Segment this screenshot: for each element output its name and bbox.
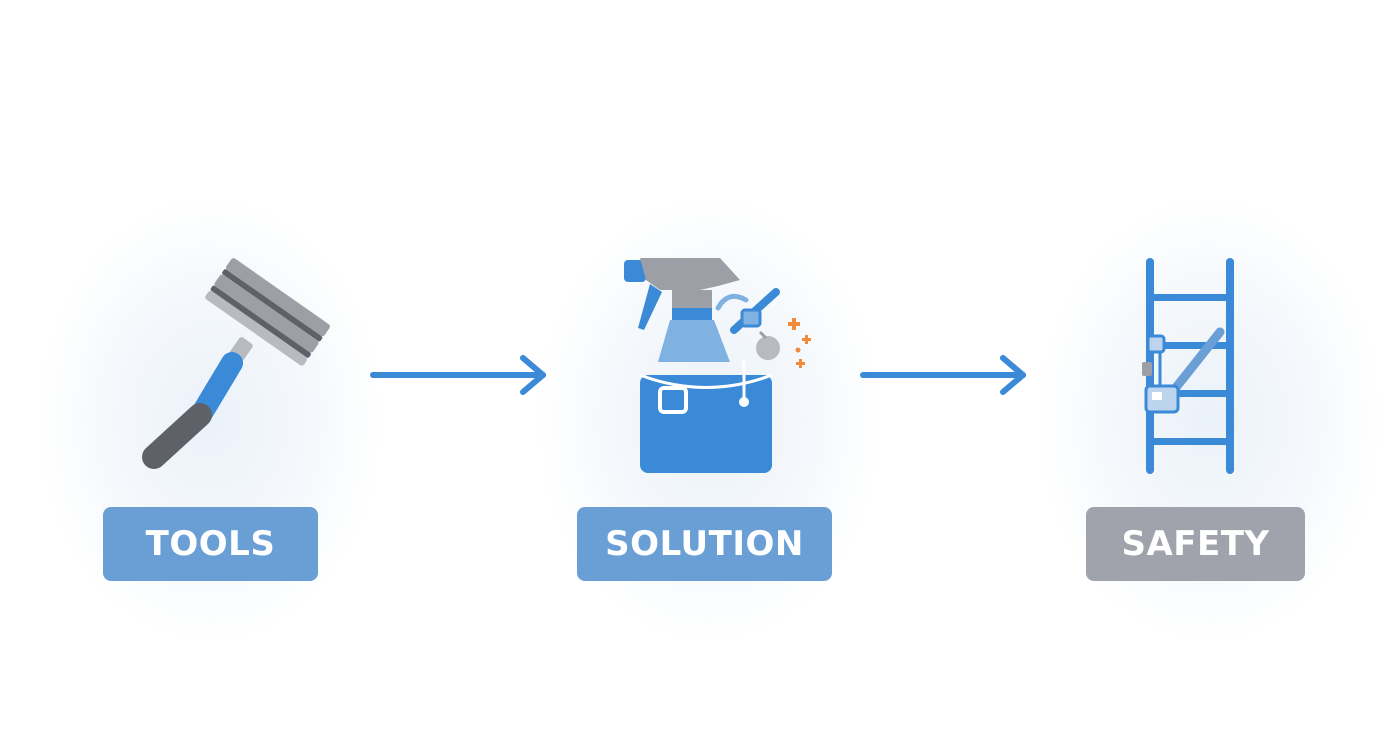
ladder-harness-icon	[1142, 258, 1234, 474]
step-label-solution: SOLUTION	[577, 507, 832, 581]
spray-bottle-bucket-icon	[624, 258, 811, 473]
squeegee-icon	[142, 258, 330, 469]
step-label-safety: SAFETY	[1086, 507, 1305, 581]
arrow-right-icon	[860, 355, 1026, 395]
step-label-tools: TOOLS	[103, 507, 318, 581]
arrow-right-icon	[370, 355, 546, 395]
